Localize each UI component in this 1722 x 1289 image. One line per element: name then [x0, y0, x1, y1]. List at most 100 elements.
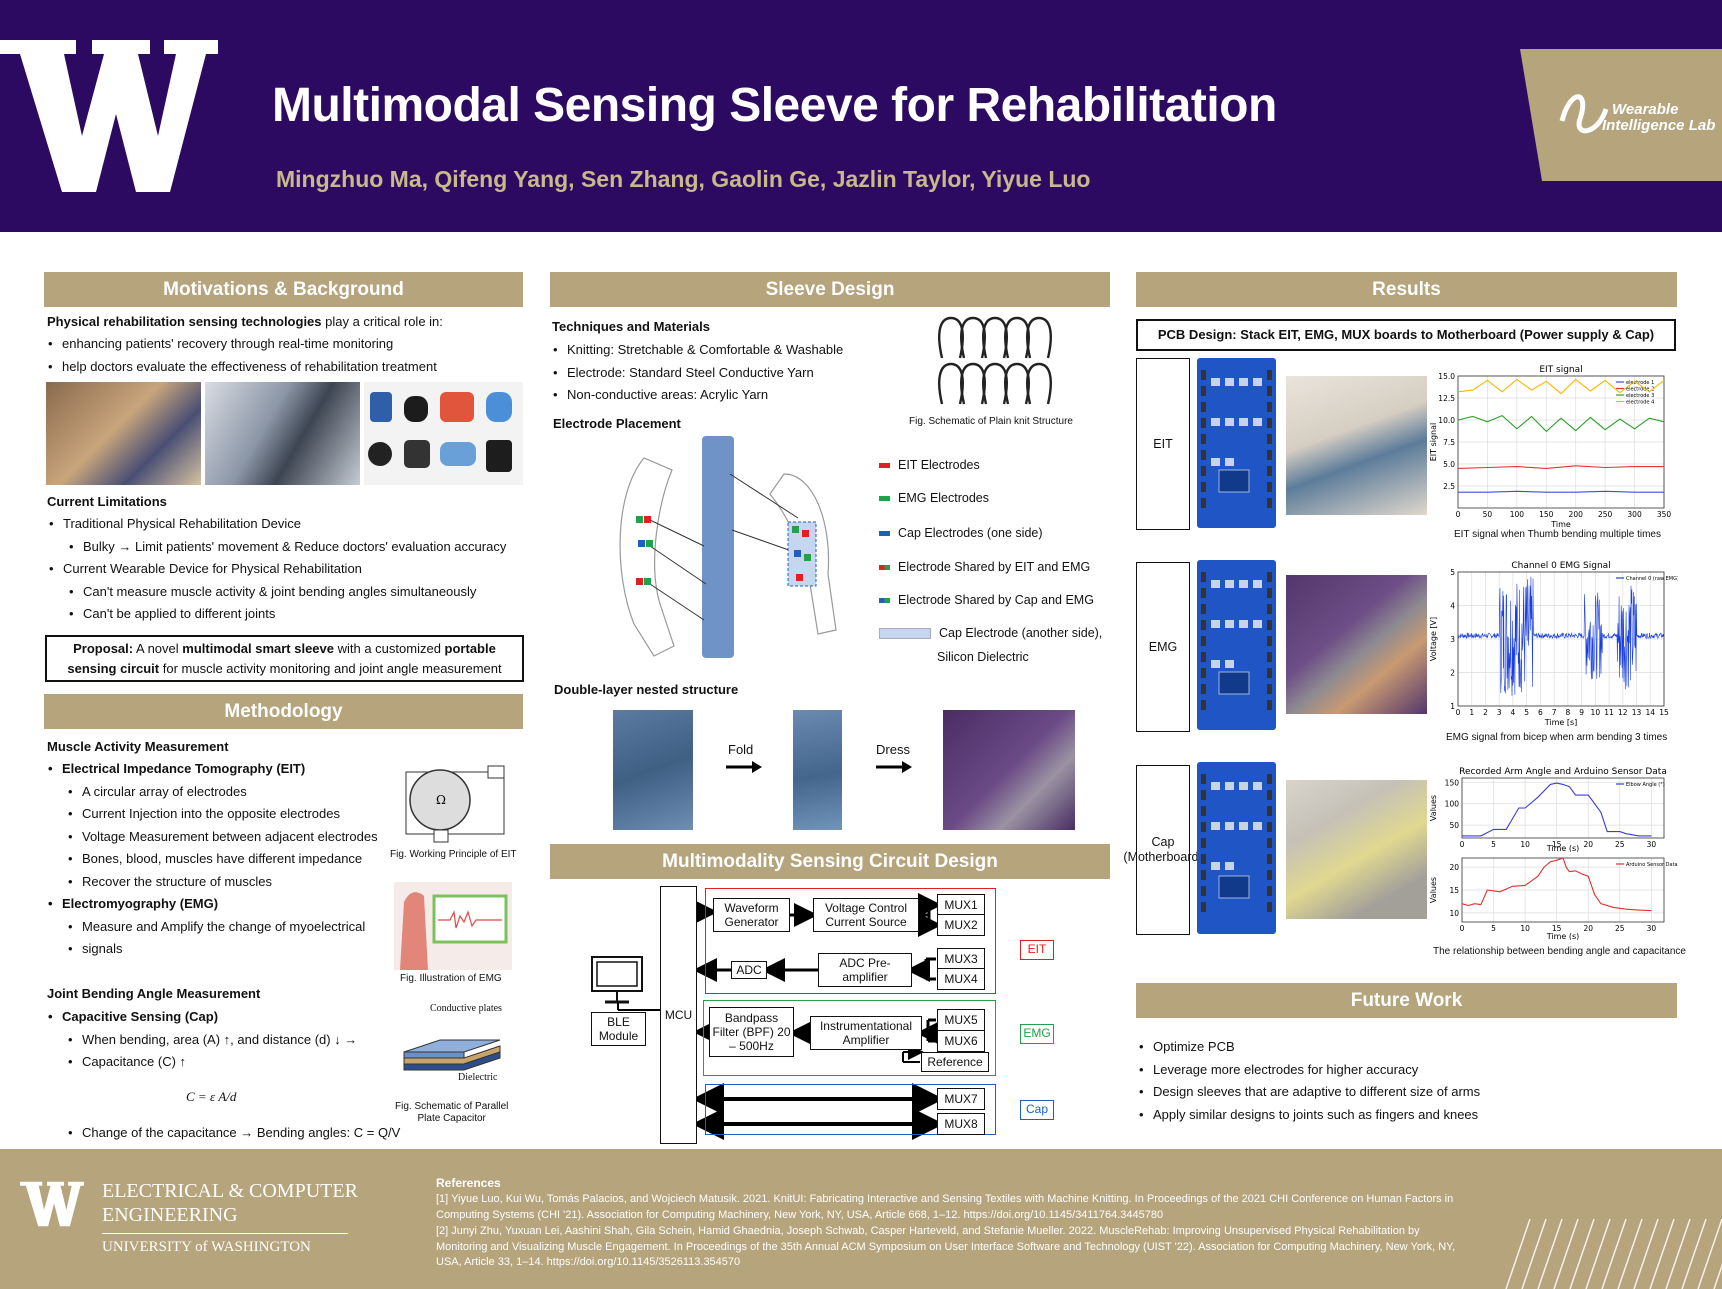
list-item: Optimize PCB: [1137, 1036, 1480, 1059]
list-item: Traditional Physical Rehabilitation Devi…: [47, 513, 506, 536]
y-tick-label: 12.5: [1438, 394, 1455, 403]
x-tick-label: 0: [1460, 840, 1465, 849]
y-tick-label: 2.5: [1443, 482, 1455, 491]
x-tick-label: 100: [1510, 510, 1525, 519]
lab-swirl-icon: [1559, 94, 1609, 134]
y-axis-label: EIT signal: [1429, 423, 1438, 462]
list-item: Design sleeves that are adaptive to diff…: [1137, 1081, 1480, 1104]
series-line: [1457, 576, 1665, 696]
uw-w-small-logo-icon: [20, 1181, 84, 1227]
x-tick-label: 13: [1632, 708, 1642, 717]
x-tick-label: 200: [1569, 510, 1584, 519]
x-tick-label: 10: [1520, 840, 1530, 849]
mux7-block: MUX7: [937, 1088, 985, 1110]
chart-title: EIT signal: [1539, 365, 1582, 375]
series-line: [1461, 857, 1652, 912]
knit-loop: [938, 316, 964, 359]
electrode-placement-figure: [619, 436, 837, 658]
list-item: enhancing patients' recovery through rea…: [46, 333, 437, 356]
wearable-devices-photo: [364, 382, 523, 485]
y-tick-label: 5.0: [1443, 460, 1455, 469]
x-tick-label: 7: [1552, 708, 1557, 717]
x-tick-label: 15: [1552, 840, 1562, 849]
y-axis-label: Values: [1429, 795, 1438, 821]
x-tick-label: 12: [1618, 708, 1628, 717]
emg-illustration-figure: [394, 882, 512, 970]
list-item: Can't be applied to different joints: [47, 603, 506, 626]
legend-label: Channel 0 (raw EMG): [1626, 576, 1678, 582]
legend-emg: EMG Electrodes: [879, 491, 989, 505]
list-item: Measure and Amplify the change of myoele…: [46, 916, 378, 939]
rehab-photo-1: [46, 382, 201, 485]
x-tick-label: 300: [1627, 510, 1642, 519]
list-item: Electrical Impedance Tomography (EIT): [46, 758, 378, 781]
sleeve-photo-worn: [943, 710, 1075, 830]
x-tick-label: 0: [1456, 510, 1461, 519]
pcb-title-box: PCB Design: Stack EIT, EMG, MUX boards t…: [1136, 319, 1676, 351]
cap-list-2: Change of the capacitance → Bending angl…: [46, 1122, 400, 1145]
x-tick-label: 6: [1538, 708, 1543, 717]
dress-arrow-icon: [876, 761, 912, 773]
knit-loop: [1026, 362, 1052, 405]
list-item: Recover the structure of muscles: [46, 871, 378, 894]
section-heading-results: Results: [1136, 272, 1677, 307]
y-tick-label: 10.0: [1438, 416, 1455, 425]
emg-caption: EMG signal from bicep when arm bending 3…: [1446, 732, 1668, 743]
tech-title: Techniques and Materials: [552, 319, 710, 334]
x-tick-label: 10: [1520, 924, 1530, 933]
x-tick-label: 15: [1552, 924, 1562, 933]
elbow-bending-photo: [1286, 780, 1427, 919]
poster-title: Multimodal Sensing Sleeve for Rehabilita…: [272, 79, 1277, 132]
y-tick-label: 2: [1450, 669, 1455, 678]
plot-frame: [1461, 777, 1665, 839]
x-tick-label: 5: [1524, 708, 1529, 717]
x-tick-label: 30: [1647, 840, 1657, 849]
plain-knit-figure: [938, 316, 1052, 405]
stripe: [1649, 1219, 1675, 1289]
double-layer-title: Double-layer nested structure: [554, 682, 739, 697]
chart-title: Recorded Arm Angle and Arduino Sensor Da…: [1459, 767, 1667, 777]
list-item: Knitting: Stretchable & Comfortable & Wa…: [551, 339, 843, 362]
knit-loop: [982, 316, 1008, 359]
reference-1: [1] Yiyue Luo, Kui Wu, Tomás Palacios, a…: [436, 1193, 1454, 1221]
chart-title: Channel 0 EMG Signal: [1511, 561, 1610, 571]
stripe: [1505, 1219, 1531, 1289]
limitations-list: Traditional Physical Rehabilitation Devi…: [47, 513, 506, 626]
x-axis-label: Time (s): [1546, 844, 1580, 852]
references-title: References: [436, 1176, 501, 1190]
list-item: Bones, blood, muscles have different imp…: [46, 848, 378, 871]
series-line: [1458, 490, 1664, 493]
knit-loop: [1004, 362, 1030, 405]
list-item: Voltage Measurement between adjacent ele…: [46, 826, 378, 849]
legend-label: electrode 4: [1626, 400, 1654, 406]
y-tick-label: 15.0: [1438, 372, 1455, 381]
stripe: [1713, 1263, 1722, 1289]
legend-swatch: [879, 628, 931, 640]
adc-block: ADC: [731, 961, 767, 979]
x-tick-label: 350: [1657, 510, 1672, 519]
bicep-bending-photo: [1286, 575, 1427, 714]
motivations-bullets: enhancing patients' recovery through rea…: [46, 333, 437, 378]
sleeve-photo-folded: [793, 710, 842, 830]
y-tick-label: 20: [1449, 863, 1459, 872]
result-row-label-cap: Cap (Motherboard): [1123, 765, 1203, 935]
fig-eit-caption: Fig. Working Principle of EIT: [390, 849, 517, 860]
knit-loop: [960, 316, 986, 359]
motivations-intro: Physical rehabilitation sensing technolo…: [47, 314, 443, 329]
x-tick-label: 250: [1598, 510, 1613, 519]
emg-group: [703, 1000, 996, 1076]
y-tick-label: 15: [1449, 886, 1459, 895]
parallel-plate-figure: [403, 1039, 501, 1071]
lab-logo: Wearable Intelligence Lab: [1520, 49, 1722, 181]
legend-label: electrode 2: [1626, 387, 1654, 393]
list-item-continued: Capacitance (C) ↑: [46, 1051, 357, 1074]
stripe: [1569, 1219, 1595, 1289]
x-tick-label: 20: [1583, 924, 1593, 933]
future-work-list: Optimize PCB Leverage more electrodes fo…: [1137, 1036, 1480, 1126]
list-item: help doctors evaluate the effectiveness …: [46, 356, 437, 379]
mux8-block: MUX8: [937, 1113, 985, 1135]
y-tick-label: 7.5: [1443, 438, 1455, 447]
legend-cap-other: Cap Electrode (another side),: [879, 626, 1102, 640]
